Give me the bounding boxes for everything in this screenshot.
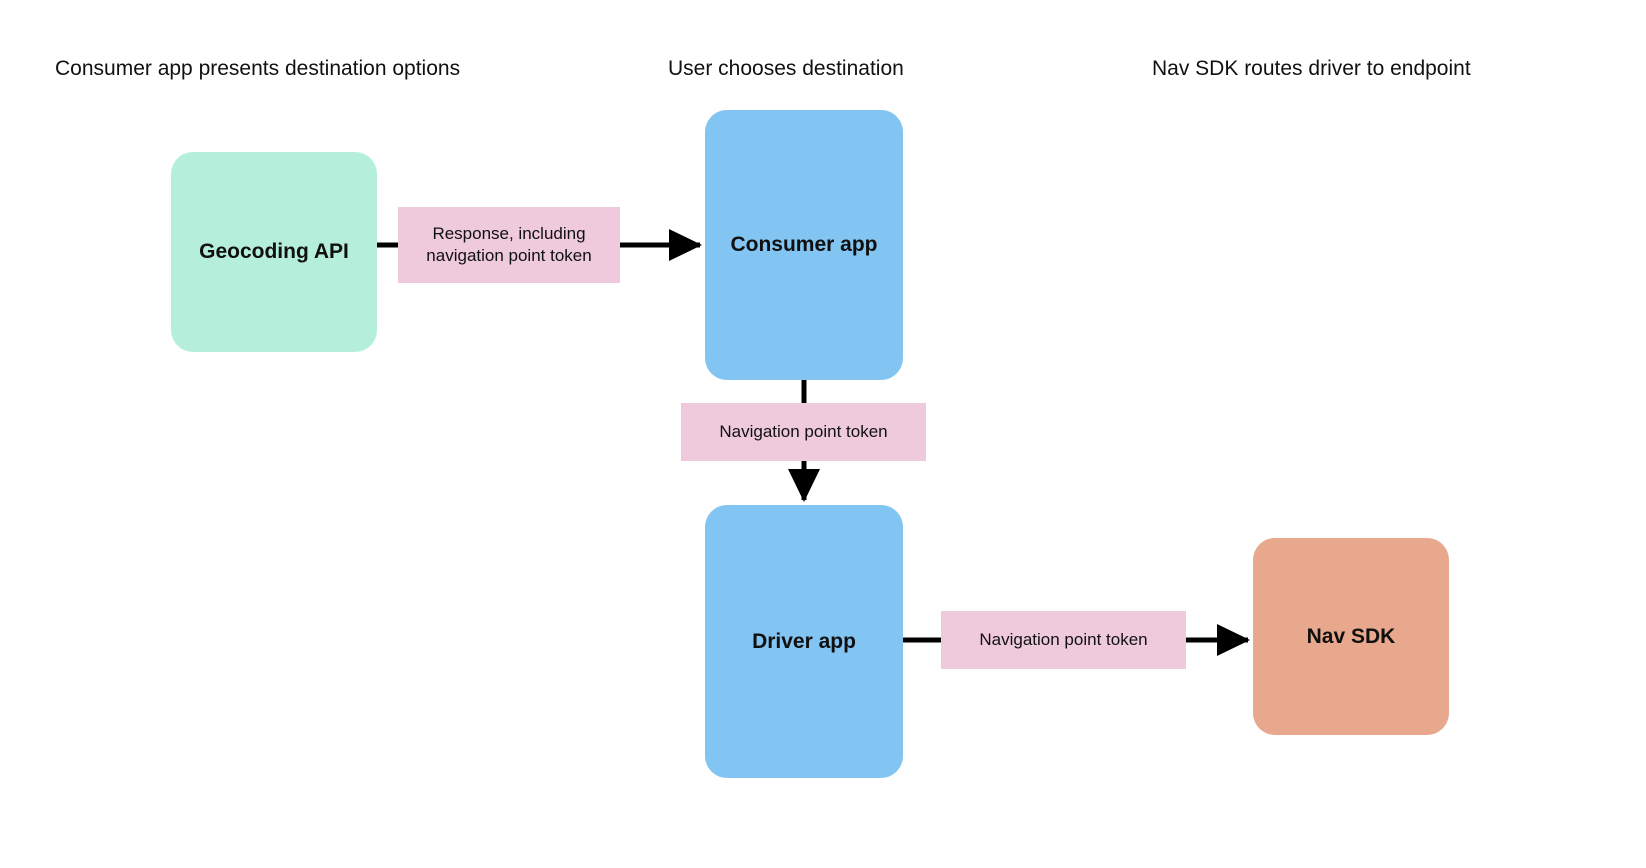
column-header-consumer-app-presents: Consumer app presents destination option…	[55, 57, 461, 80]
column-header-user-chooses: User chooses destination	[668, 57, 904, 80]
node-nav-sdk-label: Nav SDK	[1306, 624, 1396, 648]
edge-label-geocoding-to-consumer-text: Response, including navigation point tok…	[426, 223, 592, 265]
edge-label-consumer-to-driver: Navigation point token	[681, 403, 926, 461]
node-consumer-app[interactable]: Consumer app	[705, 110, 903, 380]
edge-label-geocoding-to-consumer: Response, including navigation point tok…	[398, 207, 620, 283]
edge-label-driver-to-navsdk: Navigation point token	[941, 611, 1186, 669]
node-driver-app[interactable]: Driver app	[705, 505, 903, 778]
column-header-nav-sdk-routes: Nav SDK routes driver to endpoint	[1152, 57, 1471, 80]
node-nav-sdk[interactable]: Nav SDK	[1253, 538, 1449, 735]
edge-label-driver-to-navsdk-text: Navigation point token	[979, 629, 1148, 649]
node-geocoding-api-label: Geocoding API	[199, 240, 349, 264]
edge-label-consumer-to-driver-text: Navigation point token	[719, 421, 888, 441]
node-geocoding-api[interactable]: Geocoding API	[171, 152, 377, 352]
node-consumer-app-label: Consumer app	[730, 233, 878, 257]
node-driver-app-label: Driver app	[752, 629, 856, 653]
